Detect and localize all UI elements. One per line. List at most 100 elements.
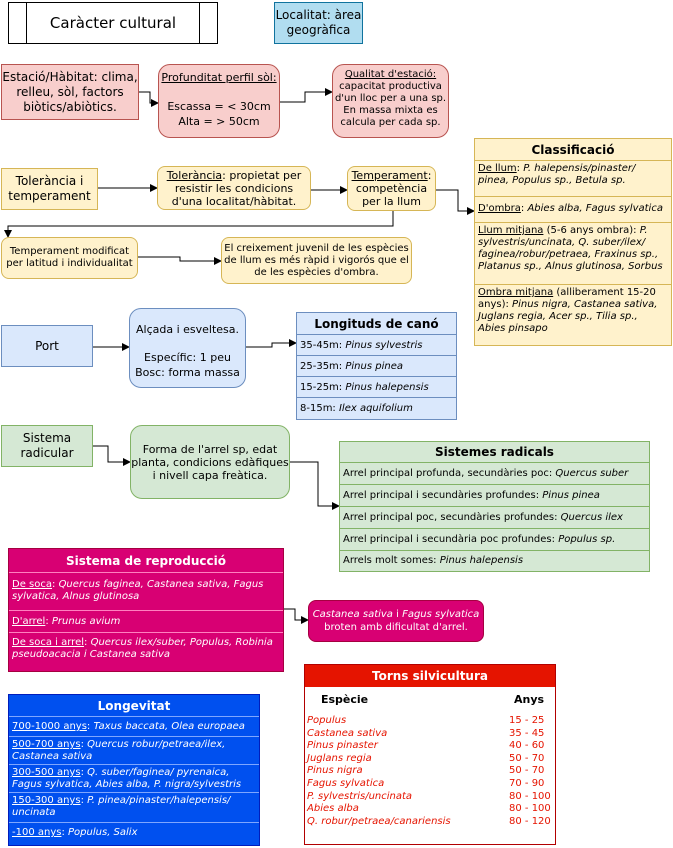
classificacio-row: Ombra mitjana (alliberament 15-20 anys):… (475, 285, 671, 343)
classificacio-row: Llum mitjana (5-6 anys ombra): P. sylves… (475, 223, 671, 285)
reproduccio-rest: : (45, 616, 52, 627)
radicals-row: Arrel principal i secundària poc profund… (340, 529, 649, 551)
arrow-forma-radicals (290, 461, 340, 510)
torns-years: 80 - 100 (509, 803, 551, 815)
reproduccio-label: De soca i arrel (12, 637, 85, 648)
longevitat-label: 150-300 anys (12, 795, 81, 806)
arrow-mod-creixement (138, 256, 222, 265)
longevitat-species: P. pinea/pinaster/halepensis/ uncinata (12, 795, 231, 818)
torns-species: Castanea sativa (307, 727, 388, 739)
port-def-box: Alçada i esveltesa. Específic: 1 peu Bos… (129, 308, 246, 388)
longevitat-label: 300-500 anys (12, 767, 81, 778)
classificacio-row-rest: (5-6 anys ombra): (543, 225, 640, 236)
longituds-title: Longituds de canó (297, 313, 456, 335)
classificacio-row-rest: : (520, 203, 528, 214)
port-line2: Específic: 1 peu (144, 351, 231, 364)
longevitat-row: 300-500 anys: Q. suber/faginea/ pyrenaic… (9, 765, 259, 793)
tolerancia-box-text: Tolerància i temperament (8, 174, 91, 203)
reproduccio-species: Quercus faginea, Castanea sativa, Fagus … (12, 579, 264, 602)
torns-years: 80 - 100 (509, 790, 551, 802)
profunditat-line2: Alta = > 50cm (178, 115, 260, 128)
arrow-temperament-classificacio (436, 189, 475, 215)
tolerancia-def-box: Tolerància: propietat per resistir les c… (157, 166, 311, 210)
temperament-mod-box: Temperament modificat per latitud i indi… (1, 237, 138, 279)
torns-species: P. sylvestris/uncinata (307, 790, 413, 802)
reproduccio-row: De soca i arrel: Quercus ilex/suber, Pop… (9, 633, 283, 671)
torns-years: 35 - 45 (509, 727, 545, 739)
reproduccio-rest: : (84, 637, 91, 648)
profunditat-line1: Escassa = < 30cm (167, 100, 271, 113)
torns-species: Populus (307, 715, 347, 726)
longevitat-row: 500-700 anys: Quercus robur/petraea/ilex… (9, 737, 259, 765)
arrow-sistema (93, 445, 131, 466)
torns-years: 70 - 90 (509, 777, 545, 789)
castanea-species: Castanea sativa (312, 609, 393, 620)
radicals-row: Arrel principal poc, secundàries profund… (340, 507, 649, 529)
longituds-range: 35-45m: (300, 340, 346, 351)
radicals-species: Pinus halepensis (439, 555, 524, 566)
temperament-box: Temperament: competència per la llum (347, 166, 436, 211)
longituds-species: Pinus halepensis (345, 382, 429, 393)
torns-row: Juglans regia 50 - 70 (305, 753, 555, 766)
longituds-table: Longituds de canó 35-45m: Pinus sylvestr… (296, 312, 457, 420)
torns-header-row: Espècie Anys (305, 687, 555, 713)
castanea-rest: broten amb dificultat d'arrel. (324, 622, 468, 633)
longituds-row: 8-15m: Ilex aquifolium (297, 398, 456, 419)
torns-col-years: Anys (514, 693, 545, 706)
longevitat-label: 500-700 anys (12, 739, 81, 750)
estacio-text: Estació/Hàbitat: clima, relleu, sòl, fac… (2, 69, 138, 114)
torns-species: Abies alba (307, 803, 359, 815)
longevitat-row: -100 anys: Populus, Salix (9, 823, 259, 843)
reproduccio-row: D'arrel: Prunus avium (9, 611, 283, 633)
arrow-temperament-mod (4, 211, 394, 238)
radicals-text: Arrel principal poc, secundàries profund… (343, 512, 561, 523)
creixement-box: El creixement juvenil de les espècies de… (221, 237, 412, 284)
temperament-rest: : competència per la llum (355, 169, 432, 208)
classificacio-row-label: De llum (478, 163, 517, 174)
reproduccio-species: Quercus ilex/suber, Populus, Robinia pse… (12, 637, 273, 660)
torns-species: Juglans regia (307, 752, 372, 764)
longituds-range: 15-25m: (300, 382, 346, 393)
torns-species: Pinus nigra (307, 765, 363, 777)
longevitat-species: Q. suber/faginea/ pyrenaica, Fagus sylva… (12, 767, 242, 790)
title-box-left-bar (26, 3, 27, 43)
torns-years: 50 - 70 (509, 752, 545, 764)
longevitat-title: Longevitat (9, 695, 259, 717)
title-box-text: Caràcter cultural (49, 13, 177, 32)
classificacio-row-species: Pinus nigra, Castanea sativa, Juglans re… (478, 299, 658, 334)
tolerancia-def-text: Tolerància: propietat per resistir les c… (158, 169, 310, 208)
longituds-row: 35-45m: Pinus sylvestris (297, 335, 456, 356)
classificacio-row: D'ombra: Abies alba, Fagus sylvatica (475, 197, 671, 223)
classificacio-table: Classificació De llum: P. halepensis/pin… (474, 138, 672, 346)
tolerancia-box: Tolerància i temperament (1, 168, 98, 210)
castanea-mid: i (392, 609, 403, 620)
tolerancia-rest: : propietat per resistir les condicions … (171, 168, 302, 208)
castanea-text: Castanea sativa i Fagus sylvatica broten… (309, 608, 483, 634)
temperament-def-text: Temperament: competència per la llum (348, 169, 435, 208)
radicals-title: Sistemes radicals (340, 442, 649, 463)
port-box-text: Port (35, 338, 59, 353)
classificacio-row-rest: (alliberament 15-20 anys): (478, 287, 656, 310)
castanea-species2: Fagus sylvatica (402, 609, 480, 620)
port-line3: Bosc: forma massa (135, 366, 240, 379)
arrow-estacio-profunditat (139, 91, 159, 107)
torns-col-species: Espècie (321, 693, 369, 706)
longituds-species: Pinus sylvestris (345, 340, 423, 351)
longevitat-label: 700-1000 anys (12, 721, 87, 732)
forma-box: Forma de l'arrel sp, edat planta, condic… (130, 425, 290, 499)
longituds-range: 25-35m: (300, 361, 346, 372)
torns-species: Fagus sylvatica (307, 777, 385, 789)
title-box-right-bar (199, 3, 200, 43)
radicals-species: Populus sp. (558, 534, 616, 545)
classificacio-row-species: Abies alba, Fagus sylvatica (527, 203, 663, 214)
longevitat-label: -100 anys (12, 827, 62, 838)
longituds-species: Pinus pinea (345, 361, 403, 372)
arrow-port-longituds (246, 339, 297, 348)
reproduccio-label: D'arrel (12, 616, 46, 627)
qualitat-box: Qualitat d'estació: capacitat productiva… (332, 64, 449, 138)
forma-text: Forma de l'arrel sp, edat planta, condic… (131, 442, 289, 482)
radicals-row: Arrel principal profunda, secundàries po… (340, 463, 649, 485)
radicals-row: Arrels molt somes: Pinus halepensis (340, 551, 649, 571)
legend-box: Localitat: àrea geogràfica (274, 2, 363, 44)
torns-years: 50 - 70 (509, 765, 545, 777)
